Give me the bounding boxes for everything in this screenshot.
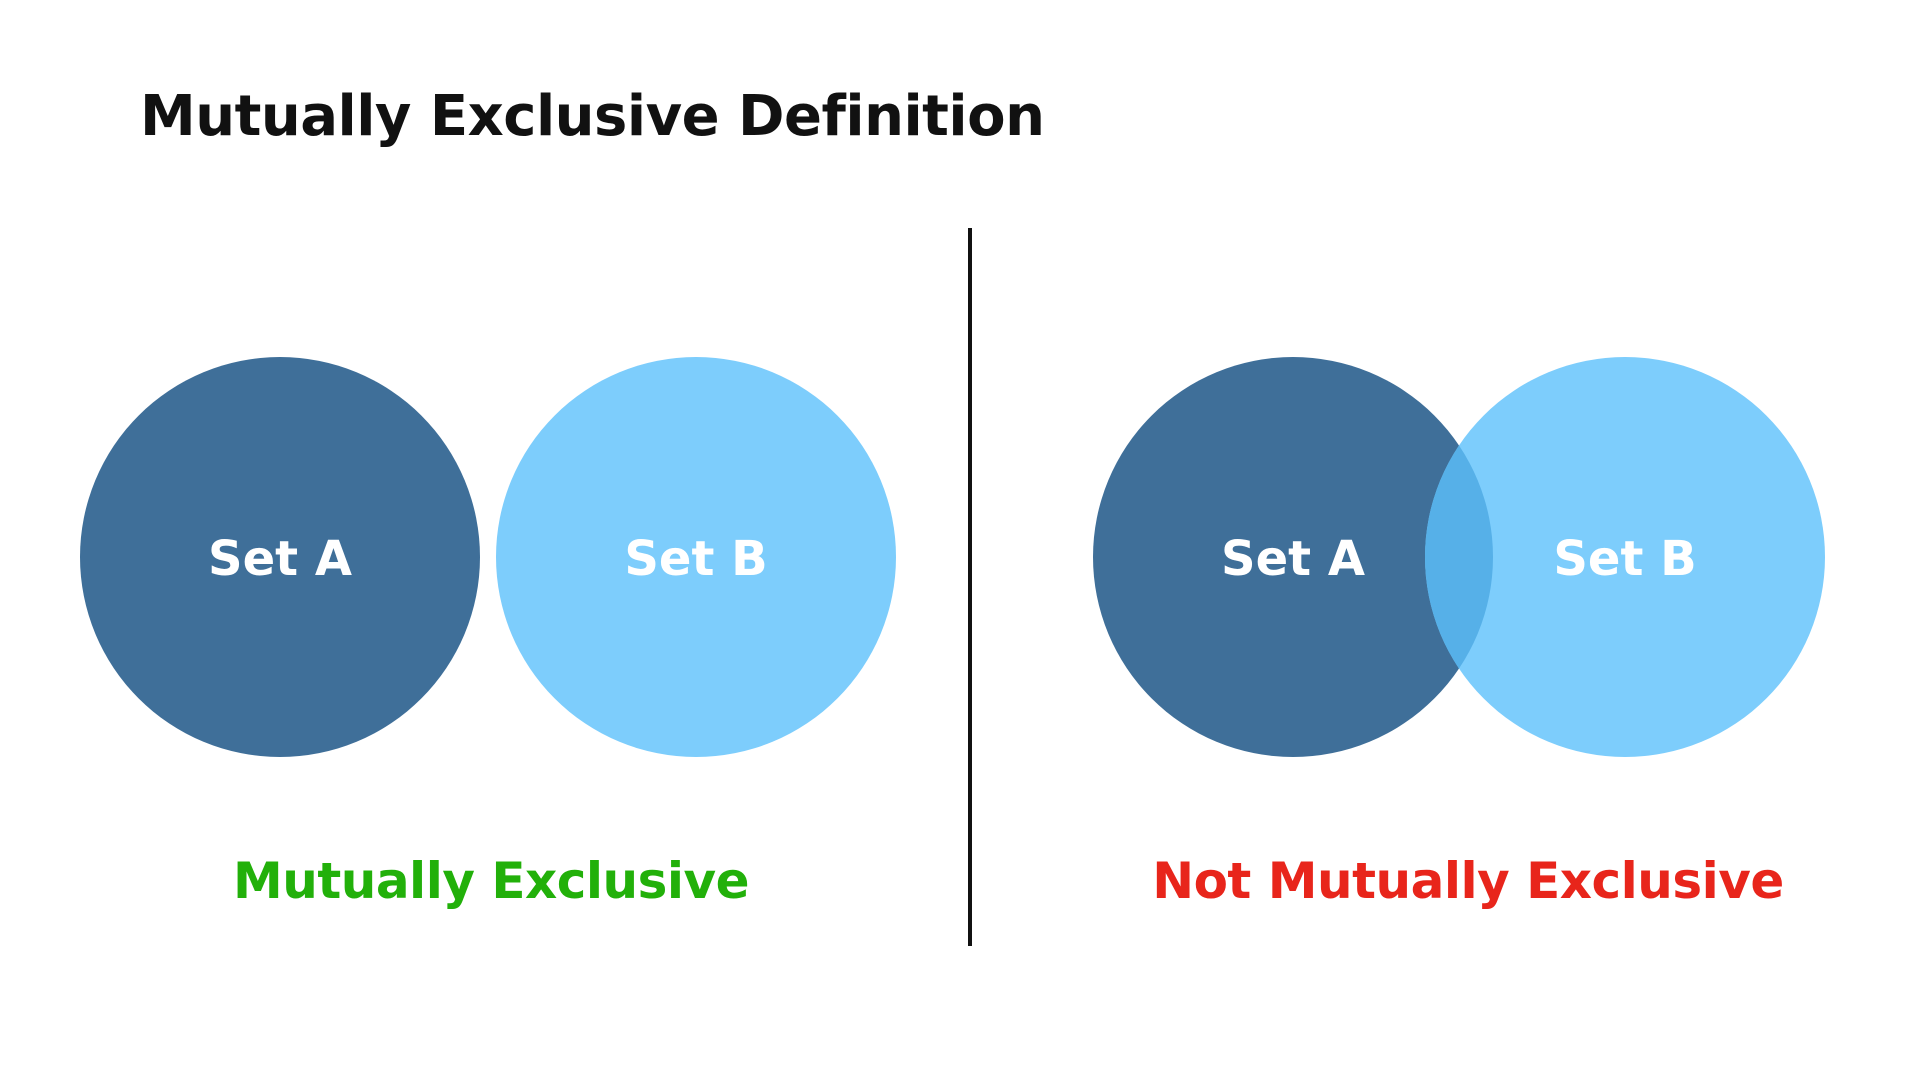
set-a-circle <box>80 357 480 757</box>
set-b-label: Set B <box>624 531 767 587</box>
left-diagram: Set A Set B <box>80 357 896 757</box>
set-b-circle <box>1425 357 1825 757</box>
page-title: Mutually Exclusive Definition <box>140 84 1045 149</box>
set-a-circle <box>1093 357 1493 757</box>
not-mutually-exclusive-caption: Not Mutually Exclusive <box>1152 852 1784 910</box>
right-diagram: Set A Set B <box>1093 357 1825 757</box>
set-a-label: Set A <box>208 531 352 587</box>
mutually-exclusive-caption: Mutually Exclusive <box>232 852 750 910</box>
set-a-label: Set A <box>1221 531 1365 587</box>
divider <box>968 228 972 946</box>
set-b-label: Set B <box>1553 531 1696 587</box>
set-b-circle <box>496 357 896 757</box>
